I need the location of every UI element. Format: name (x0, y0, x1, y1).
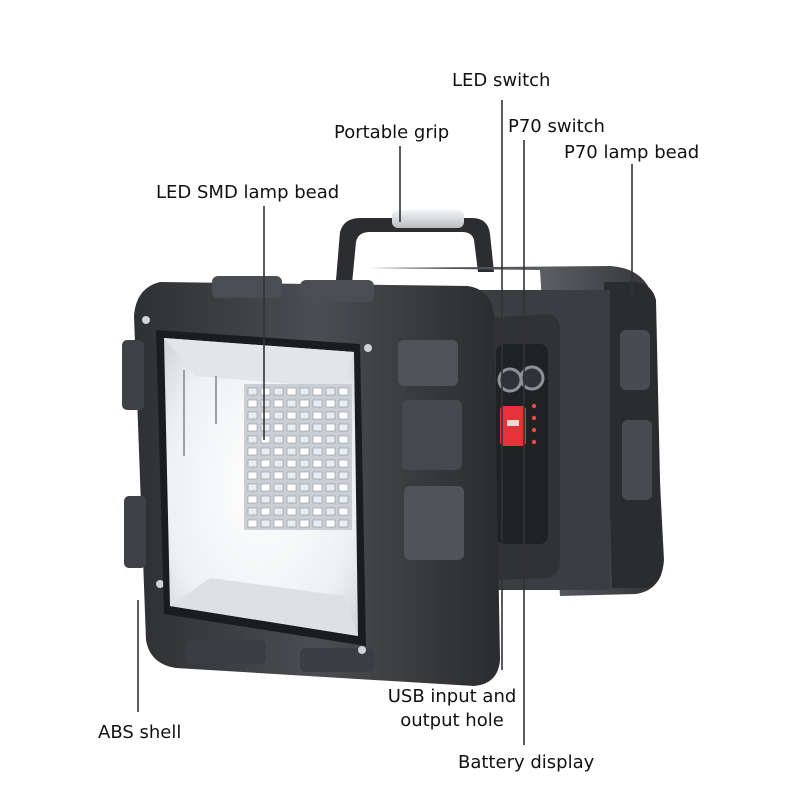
label-p70-lamp-bead: P70 lamp bead (564, 142, 700, 163)
label-led-smd-lamp-bead: LED SMD lamp bead (156, 182, 340, 203)
label-portable-grip: Portable grip (334, 122, 450, 143)
label-led-switch: LED switch (452, 70, 551, 91)
label-battery-display: Battery display (458, 752, 595, 773)
label-abs-shell: ABS shell (98, 722, 182, 743)
portable-grip-shape (336, 210, 494, 284)
leader-lines (137, 100, 633, 745)
led-chip-grid (244, 384, 352, 530)
label-usb-line1: USB input and (387, 686, 517, 707)
label-p70-switch: P70 switch (508, 116, 605, 137)
label-usb-line2: output hole (400, 710, 504, 731)
